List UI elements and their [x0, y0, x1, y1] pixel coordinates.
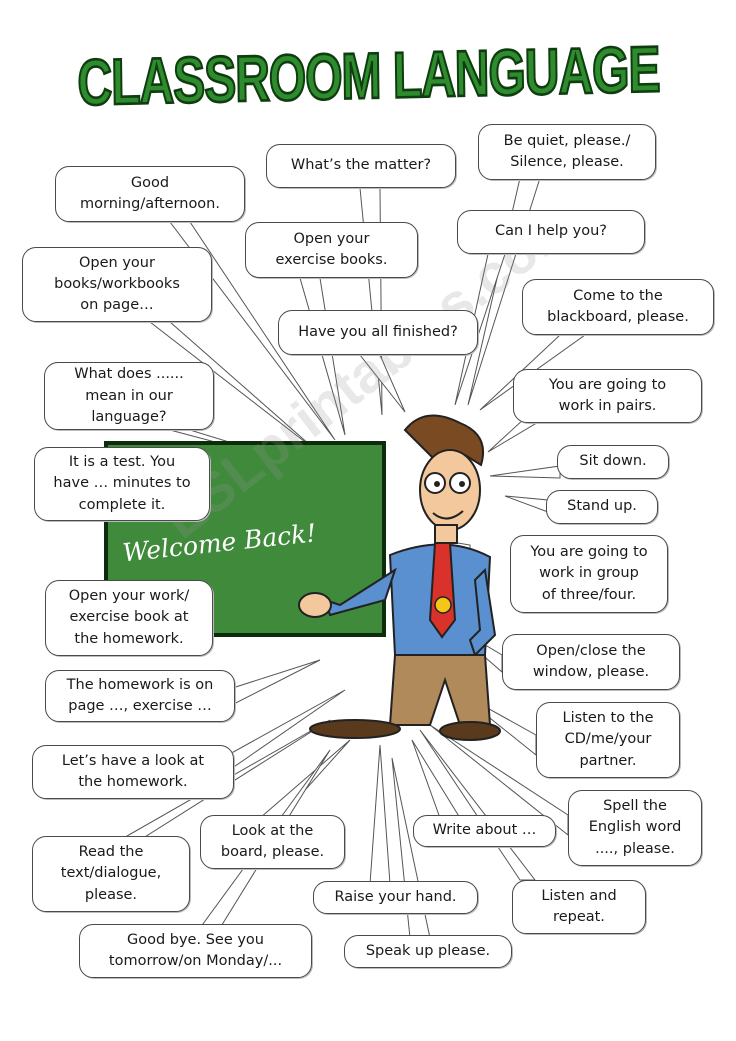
- phrase-bubble-it-is-a-test: It is a test. You have … minutes to comp…: [34, 447, 210, 521]
- phrase-bubble-what-does-mean: What does ...... mean in our language?: [44, 362, 214, 430]
- phrase-bubble-speak-up: Speak up please.: [344, 935, 512, 968]
- phrase-bubble-open-close-window: Open/close the window, please.: [502, 634, 680, 690]
- phrase-bubble-stand-up: Stand up.: [546, 490, 658, 524]
- phrase-bubble-work-in-pairs: You are going to work in pairs.: [513, 369, 702, 423]
- worksheet-title: CLASSROOM LANGUAGE: [0, 22, 736, 121]
- phrase-bubble-open-books-on-page: Open your books/workbooks on page…: [22, 247, 212, 322]
- phrase-bubble-listen-to-cd: Listen to the CD/me/your partner.: [536, 702, 680, 778]
- phrase-bubble-whats-the-matter: What’s the matter?: [266, 144, 456, 188]
- phrase-bubble-look-at-board: Look at the board, please.: [200, 815, 345, 869]
- phrase-bubble-have-you-all-finished: Have you all finished?: [278, 310, 478, 355]
- phrase-bubble-open-exercise-books: Open your exercise books.: [245, 222, 418, 278]
- phrase-bubble-open-work-book-homework: Open your work/ exercise book at the hom…: [45, 580, 213, 656]
- phrase-bubble-look-at-homework: Let’s have a look at the homework.: [32, 745, 234, 799]
- phrase-bubble-work-in-group: You are going to work in group of three/…: [510, 535, 668, 613]
- phrase-bubble-good-morning: Good morning/afternoon.: [55, 166, 245, 222]
- phrase-bubble-good-bye: Good bye. See you tomorrow/on Monday/...: [79, 924, 312, 978]
- phrase-bubble-can-i-help-you: Can I help you?: [457, 210, 645, 254]
- phrase-bubble-homework-is-on-page: The homework is on page …, exercise …: [45, 670, 235, 722]
- teacher-illustration: [298, 414, 501, 741]
- phrase-bubble-sit-down: Sit down.: [557, 445, 669, 479]
- phrase-bubble-be-quiet: Be quiet, please./ Silence, please.: [478, 124, 656, 180]
- phrase-bubble-raise-your-hand: Raise your hand.: [313, 881, 478, 914]
- phrase-bubble-read-text-dialogue: Read the text/dialogue, please.: [32, 836, 190, 912]
- phrase-bubble-come-to-blackboard: Come to the blackboard, please.: [522, 279, 714, 335]
- phrase-bubble-spell-english-word: Spell the English word ...., please.: [568, 790, 702, 866]
- phrase-bubble-write-about: Write about …: [413, 815, 556, 847]
- title-text: CLASSROOM LANGUAGE: [76, 33, 661, 121]
- phrase-bubble-listen-and-repeat: Listen and repeat.: [512, 880, 646, 934]
